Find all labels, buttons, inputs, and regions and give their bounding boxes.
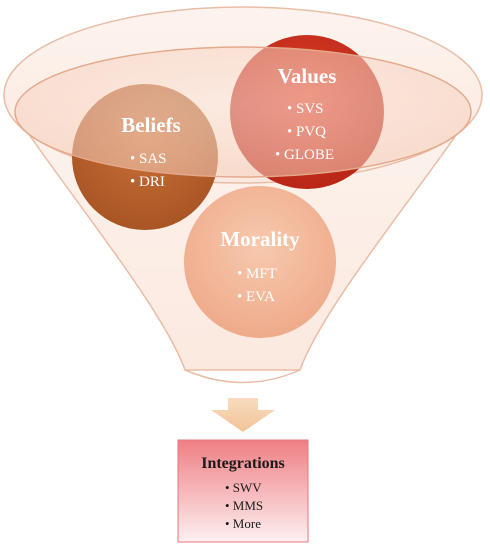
- morality-item: • EVA: [237, 289, 275, 305]
- integrations-box: [177, 439, 309, 543]
- beliefs-title: Beliefs: [121, 113, 180, 137]
- integrations-item: • More: [225, 516, 261, 531]
- beliefs-item: • SAS: [130, 151, 167, 167]
- values-item: • GLOBE: [275, 147, 334, 163]
- down-arrow-icon: [211, 398, 275, 432]
- morality-item: • MFT: [237, 266, 277, 282]
- morality-title: Morality: [220, 227, 300, 251]
- integrations-title: Integrations: [201, 455, 285, 472]
- integrations-item: • MMS: [225, 498, 263, 513]
- values-title: Values: [278, 64, 337, 88]
- values-item: • PVQ: [287, 124, 326, 140]
- morality-circle: [184, 186, 336, 338]
- funnel-inner-rim: [14, 46, 472, 178]
- integrations-item: • SWV: [225, 480, 262, 495]
- funnel-spout: [184, 369, 301, 384]
- beliefs-item: • DRI: [130, 174, 165, 190]
- values-item: • SVS: [287, 101, 324, 117]
